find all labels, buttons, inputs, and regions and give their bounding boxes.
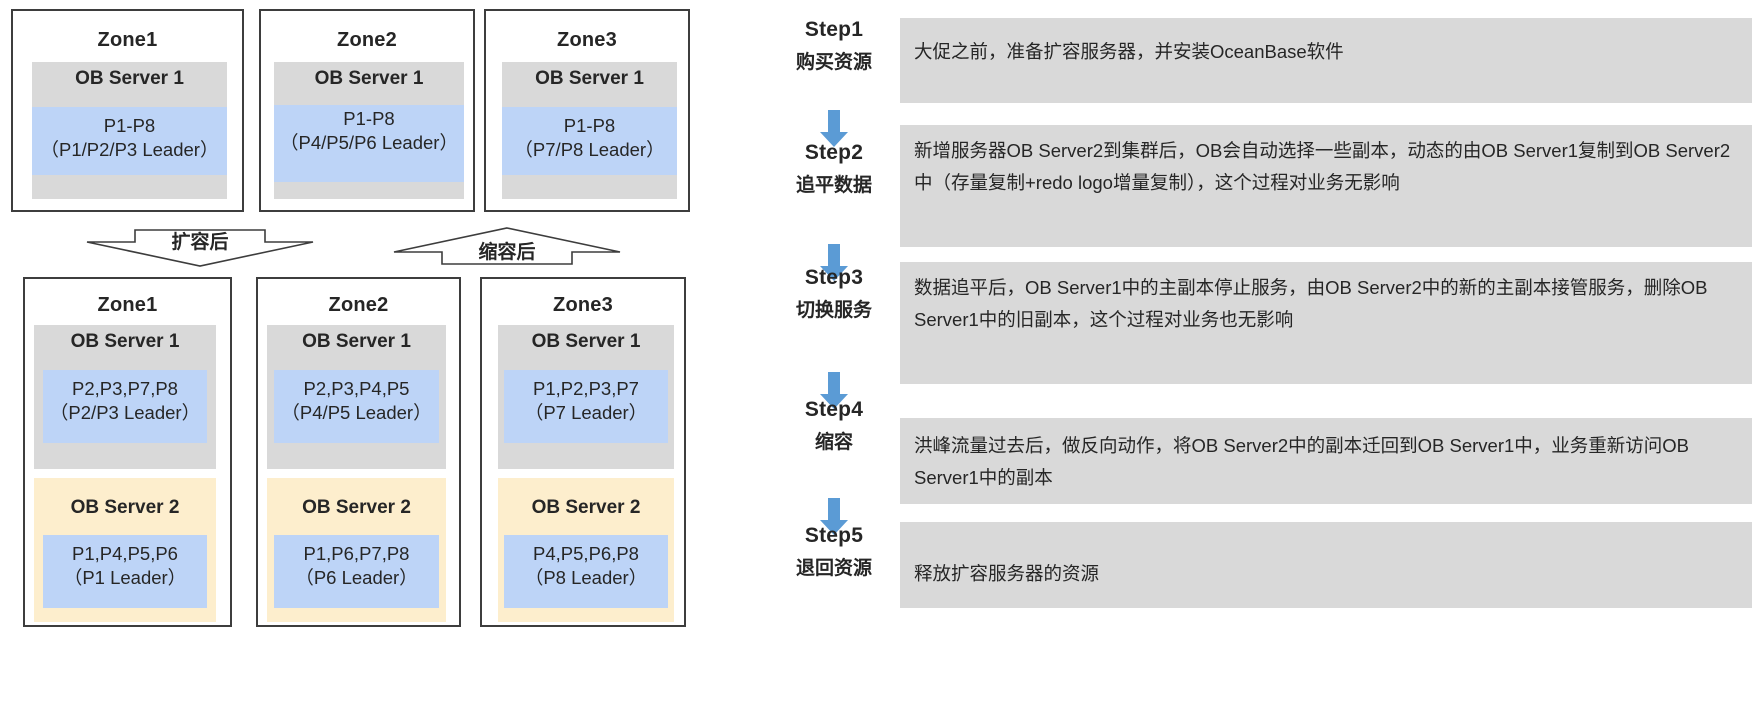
- zone-box-after-2: Zone2 OB Server 1 P2,P3,P4,P5 （P4/P5 Lea…: [256, 277, 461, 627]
- partition-leader: （P8 Leader）: [524, 566, 648, 588]
- partition-replica-box: P1-P8 （P7/P8 Leader）: [502, 107, 677, 175]
- partition-list: P1,P6,P7,P8: [303, 543, 410, 564]
- server-title: OB Server 1: [75, 68, 184, 89]
- step-number: Step3: [804, 266, 864, 289]
- step-number: Step4: [804, 398, 864, 421]
- partition-leader: （P1 Leader）: [63, 566, 187, 588]
- step-connector-arrow-4: [814, 498, 854, 536]
- zone-title: Zone3: [557, 29, 617, 51]
- zone-title: Zone2: [337, 29, 397, 51]
- server-block-ob-server-1: OB Server 1 P1-P8 （P7/P8 Leader）: [502, 62, 677, 199]
- partition-leader: （P4/P5 Leader）: [281, 401, 432, 423]
- zone-title: Zone2: [328, 294, 389, 316]
- server-block-ob-server-2: OB Server 2 P1,P6,P7,P8 （P6 Leader）: [267, 478, 446, 622]
- partition-leader: （P7 Leader）: [524, 401, 648, 423]
- step-label-2: Step2 追平数据: [770, 141, 898, 197]
- step-row-2: Step2 追平数据 新增服务器OB Server2到集群后，OB会自动选择一些…: [770, 125, 1761, 250]
- partition-list: P4,P5,P6,P8: [533, 543, 639, 564]
- scale-out-arrow-label: 扩容后: [171, 232, 229, 253]
- partition-replica-box: P1-P8 （P1/P2/P3 Leader）: [32, 107, 227, 175]
- server-block-ob-server-2: OB Server 2 P1,P4,P5,P6 （P1 Leader）: [34, 478, 216, 622]
- partition-replica-box: P2,P3,P7,P8 （P2/P3 Leader）: [43, 370, 207, 443]
- zone-topology-panel: Zone1 OB Server 1 P1-P8 （P1/P2/P3 Leader…: [0, 0, 770, 712]
- partition-list: P1-P8: [103, 115, 156, 136]
- server-title: OB Server 2: [70, 497, 180, 518]
- step-name: 购买资源: [795, 51, 872, 73]
- zone-box-before-2: Zone2 OB Server 1 P1-P8 （P4/P5/P6 Leader…: [259, 9, 475, 212]
- scale-in-arrow-label: 缩容后: [478, 242, 536, 263]
- partition-leader: （P7/P8 Leader）: [514, 138, 665, 160]
- server-title: OB Server 1: [314, 68, 424, 89]
- zone-title: Zone1: [97, 29, 158, 51]
- zone-box-after-3: Zone3 OB Server 1 P1,P2,P3,P7 （P7 Leader…: [480, 277, 686, 627]
- step-number: Step2: [804, 141, 864, 164]
- partition-list: P2,P3,P7,P8: [72, 378, 178, 399]
- step-row-3: Step3 切换服务 数据追平后，OB Server1中的主副本停止服务，由OB…: [770, 262, 1761, 387]
- step-number: Step5: [804, 524, 864, 547]
- partition-replica-box: P1,P6,P7,P8 （P6 Leader）: [274, 535, 439, 608]
- zone-title: Zone1: [97, 294, 158, 316]
- partition-list: P1-P8: [563, 115, 616, 136]
- zone-box-before-3: Zone3 OB Server 1 P1-P8 （P7/P8 Leader）: [484, 9, 690, 212]
- partition-leader: （P4/P5/P6 Leader）: [280, 131, 458, 153]
- partition-list: P1,P2,P3,P7: [533, 378, 639, 399]
- zone-title: Zone3: [553, 294, 613, 316]
- server-title: OB Server 1: [531, 331, 641, 352]
- step-name: 追平数据: [795, 174, 872, 196]
- server-block-ob-server-1: OB Server 1 P1,P2,P3,P7 （P7 Leader）: [498, 325, 674, 469]
- partition-replica-box: P2,P3,P4,P5 （P4/P5 Leader）: [274, 370, 439, 443]
- step-connector-arrow-1: [814, 110, 854, 148]
- step-number: Step1: [804, 18, 864, 41]
- scale-out-arrow: 扩容后: [85, 226, 315, 268]
- step-description-3: 数据追平后，OB Server1中的主副本停止服务，由OB Server2中的新…: [900, 262, 1752, 384]
- partition-replica-box: P1,P2,P3,P7 （P7 Leader）: [504, 370, 668, 443]
- partition-list: P1-P8: [343, 108, 395, 129]
- step-flow-panel: Step1 购买资源 大促之前，准备扩容服务器，并安装OceanBase软件 S…: [770, 0, 1761, 712]
- step-name: 缩容: [814, 431, 853, 453]
- step-description-2: 新增服务器OB Server2到集群后，OB会自动选择一些副本，动态的由OB S…: [900, 125, 1752, 247]
- step-connector-arrow-2: [814, 244, 854, 282]
- step-description-4: 洪峰流量过去后，做反向动作，将OB Server2中的副本迁回到OB Serve…: [900, 418, 1752, 504]
- zone-box-before-1: Zone1 OB Server 1 P1-P8 （P1/P2/P3 Leader…: [11, 9, 244, 212]
- server-title: OB Server 1: [535, 68, 644, 89]
- step-description-1: 大促之前，准备扩容服务器，并安装OceanBase软件: [900, 18, 1752, 103]
- step-row-1: Step1 购买资源 大促之前，准备扩容服务器，并安装OceanBase软件: [770, 8, 1761, 103]
- server-title: OB Server 2: [531, 497, 641, 518]
- partition-leader: （P6 Leader）: [295, 566, 418, 588]
- server-title: OB Server 1: [302, 331, 411, 352]
- server-title: OB Server 2: [302, 497, 411, 518]
- partition-leader: （P2/P3 Leader）: [49, 401, 201, 423]
- partition-replica-box: P1,P4,P5,P6 （P1 Leader）: [43, 535, 207, 608]
- server-block-ob-server-1: OB Server 1 P1-P8 （P4/P5/P6 Leader）: [274, 62, 464, 199]
- step-label-4: Step4 缩容: [770, 398, 898, 454]
- partition-list: P2,P3,P4,P5: [303, 378, 410, 399]
- partition-list: P1,P4,P5,P6: [72, 543, 178, 564]
- step-name: 退回资源: [795, 557, 872, 579]
- zone-box-after-1: Zone1 OB Server 1 P2,P3,P7,P8 （P2/P3 Lea…: [23, 277, 232, 627]
- step-label-1: Step1 购买资源: [770, 18, 898, 74]
- server-block-ob-server-1: OB Server 1 P1-P8 （P1/P2/P3 Leader）: [32, 62, 227, 199]
- step-row-4: Step4 缩容 洪峰流量过去后，做反向动作，将OB Server2中的副本迁回…: [770, 392, 1761, 504]
- step-label-3: Step3 切换服务: [770, 266, 898, 322]
- step-row-5: Step5 退回资源 释放扩容服务器的资源: [770, 518, 1761, 628]
- step-description-5: 释放扩容服务器的资源: [900, 522, 1752, 608]
- partition-replica-box: P1-P8 （P4/P5/P6 Leader）: [274, 105, 464, 182]
- step-connector-arrow-3: [814, 372, 854, 410]
- scale-in-arrow: 缩容后: [392, 226, 622, 268]
- step-label-5: Step5 退回资源: [770, 524, 898, 580]
- step-name: 切换服务: [795, 299, 872, 321]
- server-block-ob-server-1: OB Server 1 P2,P3,P7,P8 （P2/P3 Leader）: [34, 325, 216, 469]
- partition-leader: （P1/P2/P3 Leader）: [40, 138, 219, 160]
- server-block-ob-server-2: OB Server 2 P4,P5,P6,P8 （P8 Leader）: [498, 478, 674, 622]
- partition-replica-box: P4,P5,P6,P8 （P8 Leader）: [504, 535, 668, 608]
- server-block-ob-server-1: OB Server 1 P2,P3,P4,P5 （P4/P5 Leader）: [267, 325, 446, 469]
- server-title: OB Server 1: [70, 331, 180, 352]
